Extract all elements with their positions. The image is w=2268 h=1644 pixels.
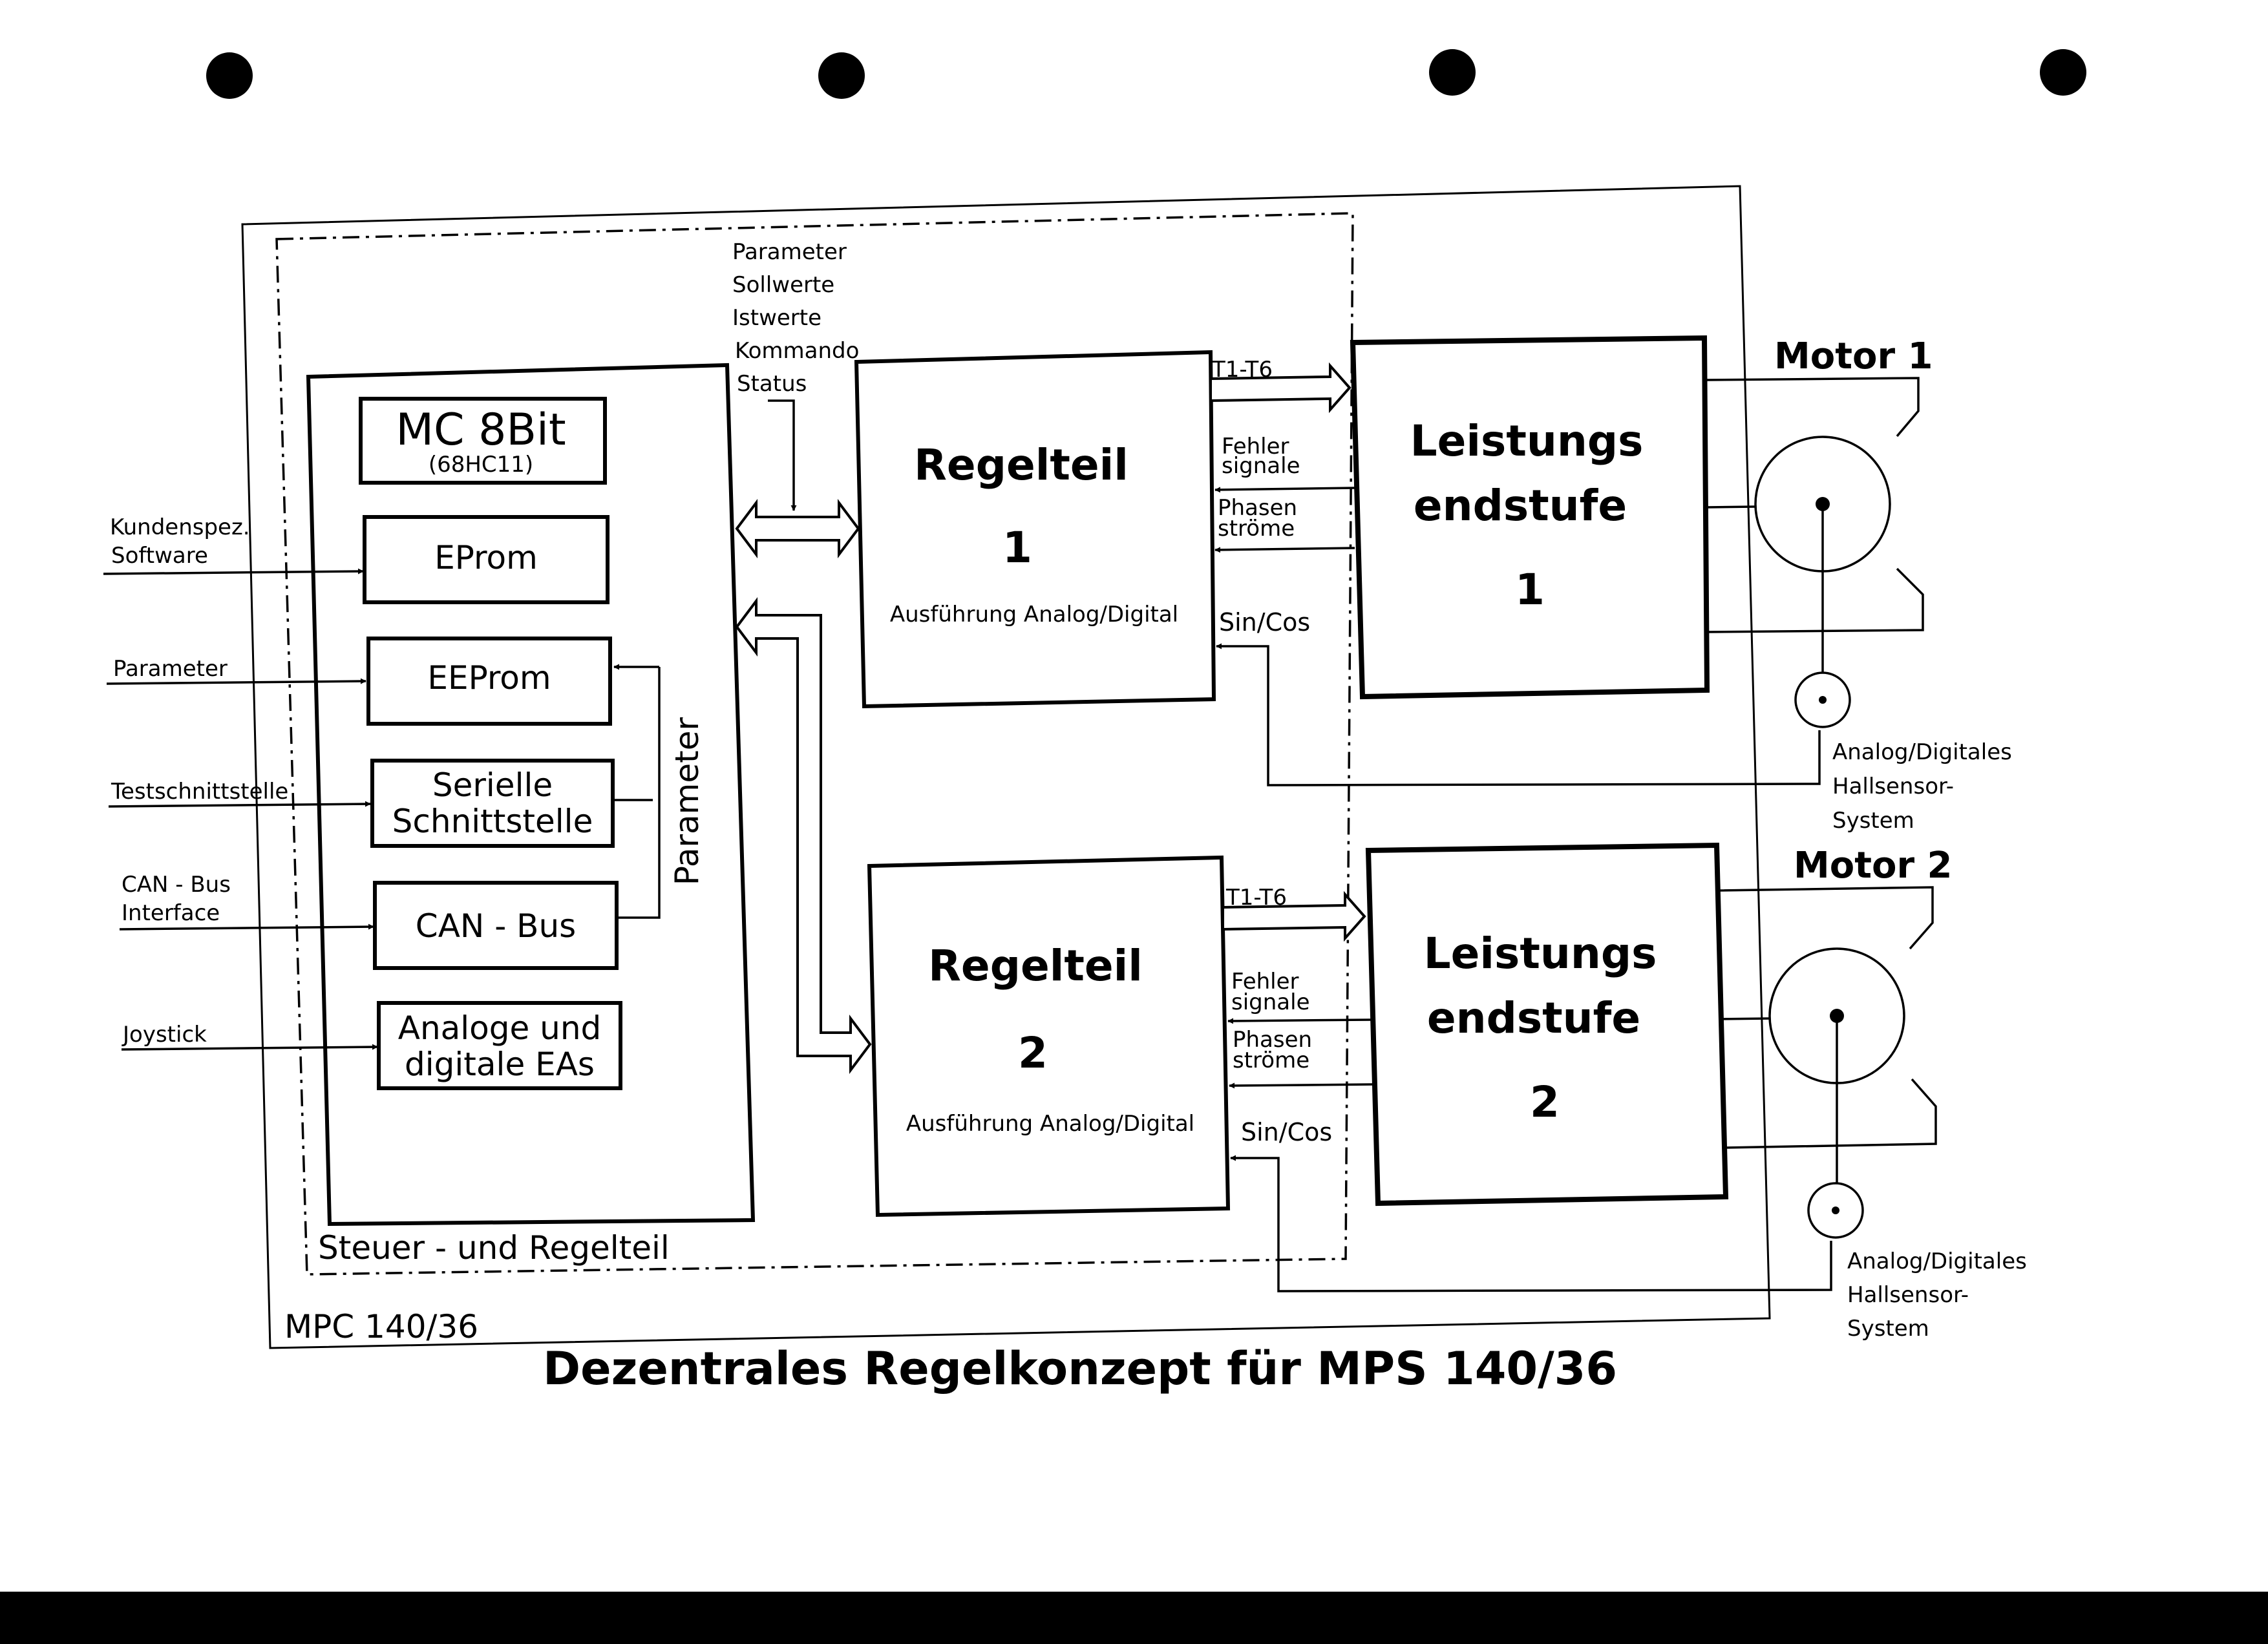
hall-1-line-2: Hallsensor- [1832, 774, 1954, 799]
phasen-1-line-1: Phasen [1218, 495, 1297, 521]
leistung-2-line-1: Leistungs [1424, 929, 1657, 978]
eeprom-label: EEProm [427, 659, 551, 697]
hall-sensor-2 [1807, 1182, 1864, 1239]
punch-hole [818, 52, 865, 99]
input-arrow-can [119, 923, 374, 931]
hall-1-line-3: System [1832, 808, 1914, 834]
motor-1-symbol [1706, 377, 1924, 728]
punch-hole [1429, 49, 1476, 96]
fehler-arrow-2 [1227, 1018, 1372, 1024]
sincos-1-label: Sin/Cos [1219, 608, 1310, 637]
input-label-test: Testschnittstelle [111, 779, 288, 805]
phasen-arrow-1 [1214, 547, 1355, 553]
bus-arrow-regelteil-1 [735, 499, 860, 558]
leistung-1-line-1: Leistungs [1410, 416, 1644, 466]
mc-title: MC 8Bit [396, 405, 566, 456]
hall-2-line-3: System [1847, 1316, 1929, 1342]
mc-subtitle: (68HC11) [429, 452, 533, 478]
regelteil-1-note: Ausführung Analog/Digital [890, 602, 1178, 627]
phasen-1-line-2: ströme [1218, 516, 1295, 542]
bus-arrow-regelteil-2 [735, 597, 872, 1074]
input-arrow-parameter [106, 678, 366, 685]
punch-hole [206, 52, 253, 99]
leistungsendstufe-1-box [1350, 335, 1710, 700]
can-bus-label: CAN - Bus [416, 907, 576, 945]
eprom-label: EProm [434, 539, 538, 576]
sincos-feedback-1 [1216, 643, 1821, 786]
parameter-vertical-label: Parameter [668, 717, 706, 885]
input-arrow-test [108, 801, 371, 808]
punch-hole [2040, 49, 2086, 96]
leistungsendstufe-2-box [1365, 842, 1729, 1207]
hall-1-line-1: Analog/Digitales [1832, 739, 2012, 765]
inner-frame-label: Steuer - und Regelteil [318, 1229, 670, 1267]
analog-io-box [377, 1001, 622, 1090]
eeprom-box [366, 637, 612, 726]
analog-io-label-1: Analoge und [398, 1009, 602, 1047]
motor-2-label: Motor 2 [1794, 845, 1953, 887]
t1t6-arrow-1 [1209, 362, 1351, 414]
sincos-feedback-2 [1230, 1155, 1832, 1292]
can-bus-box [373, 881, 619, 970]
leistung-1-number: 1 [1515, 565, 1545, 615]
diagram-title: Dezentrales Regelkonzept für MPS 140/36 [543, 1342, 1617, 1395]
sincos-2-label: Sin/Cos [1241, 1118, 1332, 1146]
eprom-box [363, 515, 609, 604]
hall-2-line-2: Hallsensor- [1847, 1282, 1969, 1308]
mc-8bit-box [359, 397, 607, 485]
fehler-2-line-1: Fehler [1231, 969, 1299, 995]
outer-frame-label: MPC 140/36 [284, 1308, 478, 1345]
leistung-1-line-2: endstufe [1414, 481, 1627, 531]
scan-bottom-border [0, 1592, 2268, 1644]
regelteil-2-title: Regelteil [928, 941, 1143, 991]
inner-frame [275, 212, 1354, 1276]
input-arrow-software [103, 568, 364, 575]
regelteil-2-box [867, 855, 1231, 1217]
motor-1-label: Motor 1 [1774, 335, 1933, 377]
regelteil-2-number: 2 [1018, 1028, 1048, 1078]
t1t6-arrow-2 [1222, 890, 1366, 942]
serial-label-1: Serielle [432, 766, 553, 804]
serial-interface-box [370, 759, 615, 848]
bus-label-status: Status [737, 371, 807, 397]
bus-label-kommando: Kommando [735, 338, 859, 364]
leistung-2-line-2: endstufe [1427, 993, 1640, 1043]
leistung-2-number: 2 [1530, 1077, 1560, 1127]
fehler-1-line-2: signale [1222, 453, 1300, 479]
phasen-arrow-2 [1229, 1082, 1373, 1089]
phasen-2-line-2: ströme [1233, 1048, 1309, 1073]
hall-sensor-1 [1794, 671, 1851, 728]
regelteil-1-number: 1 [1002, 523, 1032, 573]
serial-label-2: Schnittstelle [392, 803, 593, 840]
motor-2-symbol [1719, 886, 1937, 1239]
mc-block [306, 363, 756, 1227]
bus-label-pointer [768, 399, 797, 511]
input-label-parameter: Parameter [113, 656, 228, 682]
input-label-can-2: Interface [122, 900, 220, 926]
hall-2-line-1: Analog/Digitales [1847, 1249, 2027, 1274]
input-label-can-1: CAN - Bus [122, 872, 231, 898]
input-label-joystick: Joystick [122, 1022, 207, 1048]
punch-holes [206, 49, 2086, 99]
fehler-2-line-2: signale [1231, 989, 1310, 1015]
analog-io-label-2: digitale EAs [405, 1046, 595, 1083]
regelteil-1-title: Regelteil [914, 440, 1129, 490]
input-arrow-joystick [121, 1044, 378, 1051]
outer-frame [241, 185, 1771, 1349]
bus-label-sollwerte: Sollwerte [732, 272, 834, 298]
phasen-2-line-1: Phasen [1233, 1027, 1312, 1053]
regelteil-1-box [854, 350, 1216, 709]
bus-label-parameter: Parameter [732, 239, 847, 265]
input-label-kundenspez-1: Kundenspez. [110, 514, 250, 540]
block-diagram: MPC 140/36 Steuer - und Regelteil MC 8Bi… [103, 49, 2086, 1395]
bus-label-istwerte: Istwerte [732, 305, 821, 331]
fehler-arrow-1 [1214, 487, 1355, 493]
regelteil-2-note: Ausführung Analog/Digital [906, 1111, 1194, 1137]
input-label-kundenspez-2: Software [111, 543, 208, 569]
fehler-1-line-1: Fehler [1222, 434, 1289, 459]
